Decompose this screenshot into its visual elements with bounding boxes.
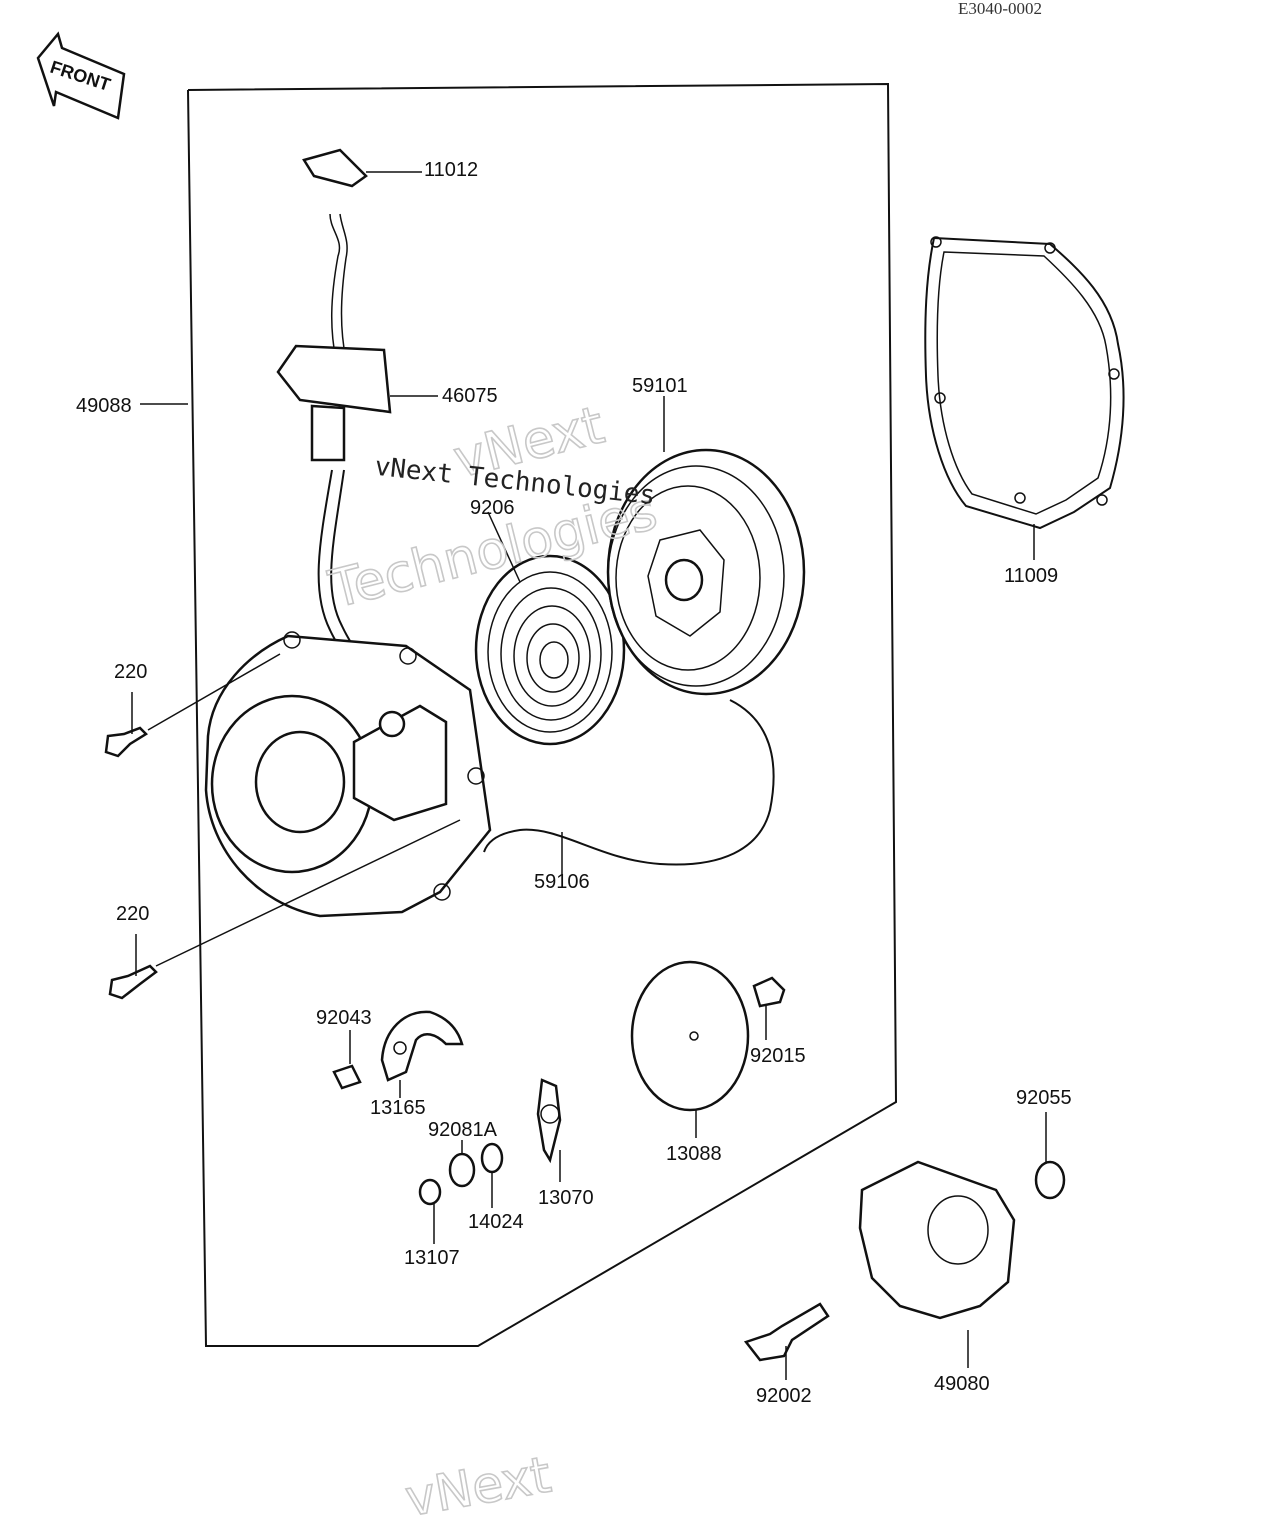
reference-code: E3040-0002 bbox=[958, 0, 1042, 18]
starter-housing-part bbox=[204, 631, 492, 918]
callout-14024: 14024 bbox=[468, 1211, 524, 1233]
assembly-frame bbox=[187, 82, 898, 1347]
callout-92055: 92055 bbox=[1016, 1087, 1072, 1109]
front-arrow-icon: FRONT bbox=[36, 31, 126, 120]
callout-13165: 13165 bbox=[370, 1097, 426, 1119]
callout-46075: 46075 bbox=[442, 385, 498, 407]
callout-13107: 13107 bbox=[404, 1247, 460, 1269]
callout-92015: 92015 bbox=[750, 1045, 806, 1067]
rope-reel-part bbox=[606, 448, 806, 696]
callout-220-lower: 220 bbox=[116, 903, 149, 925]
callout-49080: 49080 bbox=[934, 1373, 990, 1395]
callout-59101: 59101 bbox=[632, 375, 688, 397]
pin-part bbox=[332, 1030, 362, 1090]
ratchet-pawl-part bbox=[380, 1010, 464, 1098]
collar-13107-part bbox=[418, 1178, 442, 1244]
callout-92002: 92002 bbox=[756, 1385, 812, 1407]
bolt-92002-part bbox=[743, 1302, 830, 1380]
callout-13088: 13088 bbox=[666, 1143, 722, 1165]
callout-92043: 92043 bbox=[316, 1007, 372, 1029]
washer-14024-part bbox=[480, 1142, 504, 1208]
gasket-part bbox=[924, 236, 1125, 560]
handle-cap-part bbox=[302, 148, 422, 188]
bolt-lower-part bbox=[108, 819, 461, 1000]
callout-92061: 9206 bbox=[470, 497, 515, 519]
callout-13070: 13070 bbox=[538, 1187, 594, 1209]
spring-92081a-part bbox=[448, 1140, 476, 1188]
starter-rope-part bbox=[483, 699, 775, 866]
spiral-spring-part bbox=[474, 554, 626, 746]
bolt-upper-part bbox=[104, 653, 281, 758]
watermark-vnext-bottom: vNext bbox=[401, 1446, 555, 1528]
starter-pulley-49080-part bbox=[858, 1160, 1016, 1368]
o-ring-92055-part bbox=[1034, 1112, 1066, 1200]
nut-92015-part bbox=[752, 976, 786, 1040]
callout-11012: 11012 bbox=[424, 159, 478, 181]
callout-59106: 59106 bbox=[534, 871, 590, 893]
callout-220-upper: 220 bbox=[114, 661, 147, 683]
callout-49088: 49088 bbox=[76, 395, 132, 417]
cover-plate-13088-part bbox=[630, 960, 750, 1138]
callout-11009: 11009 bbox=[1004, 565, 1058, 587]
callout-92081a: 92081A bbox=[428, 1119, 498, 1141]
guide-plate-13070-part bbox=[536, 1078, 562, 1182]
pull-handle-part bbox=[276, 344, 438, 462]
